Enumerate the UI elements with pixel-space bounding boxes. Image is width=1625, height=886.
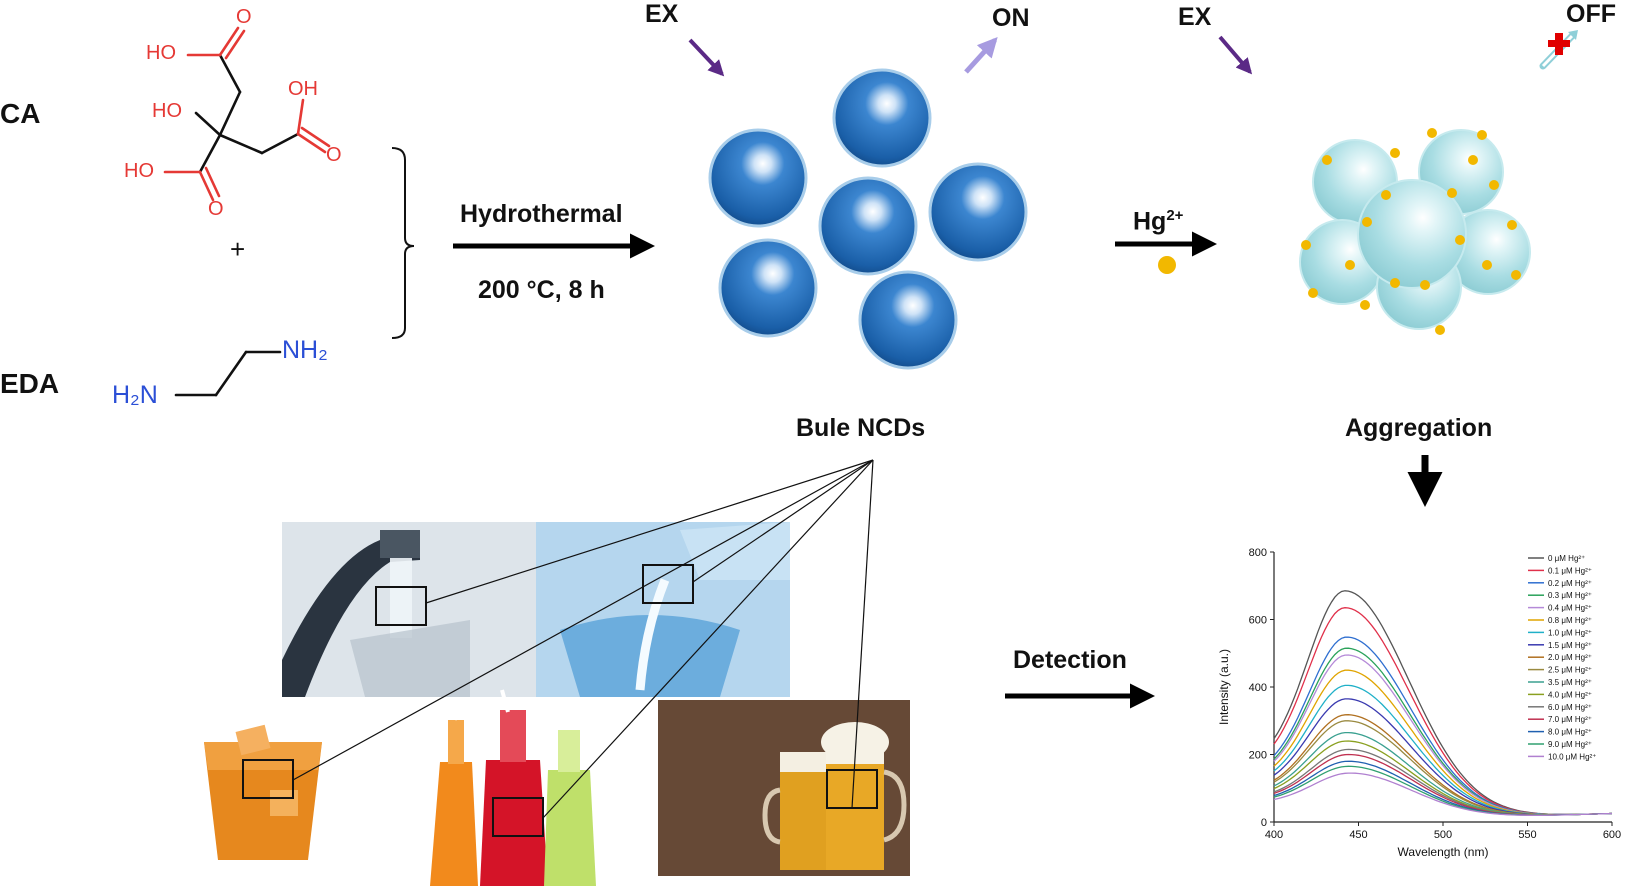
x-axis-label: Wavelength (nm) xyxy=(1398,845,1489,859)
y-tick-label: 600 xyxy=(1249,615,1267,627)
detection-label: Detection xyxy=(1013,646,1127,674)
x-tick-label: 500 xyxy=(1434,829,1452,841)
beer-photo xyxy=(658,700,910,876)
atom-h2n: H₂N xyxy=(112,381,158,409)
y-tick-label: 800 xyxy=(1249,547,1267,559)
legend-entry: 0 μM Hg²⁺ xyxy=(1548,554,1585,563)
atom-ho-4: HO xyxy=(124,160,154,182)
ex-arrow-1 xyxy=(688,38,725,77)
x-tick-label: 550 xyxy=(1518,829,1536,841)
ncd-connector-lines xyxy=(292,459,874,819)
temperature-label: 200 °C, 8 h xyxy=(478,276,605,304)
ex-arrow-2 xyxy=(1218,35,1253,75)
x-tick-label: 450 xyxy=(1349,829,1367,841)
legend-entry: 0.2 μM Hg²⁺ xyxy=(1548,579,1592,588)
plus-sign: + xyxy=(230,234,246,264)
hg-superscript: 2+ xyxy=(1166,207,1184,224)
series-line xyxy=(1273,772,1613,816)
tea-drink-photo xyxy=(204,724,322,860)
legend-entry: 9.0 μM Hg²⁺ xyxy=(1548,740,1592,749)
aggregation-label: Aggregation xyxy=(1345,414,1493,442)
legend-entry: 0.8 μM Hg²⁺ xyxy=(1548,616,1592,625)
x-tick-label: 600 xyxy=(1603,829,1621,841)
series-line xyxy=(1273,636,1613,816)
aggregate-cluster xyxy=(1299,129,1531,330)
legend-entry: 1.0 μM Hg²⁺ xyxy=(1548,628,1592,637)
atom-nh2: NH₂ xyxy=(282,336,328,364)
legend-entry: 3.5 μM Hg²⁺ xyxy=(1548,678,1592,687)
hydrothermal-label: Hydrothermal xyxy=(460,200,623,228)
hg-dot xyxy=(1158,256,1176,274)
eda-label: EDA xyxy=(0,368,60,399)
y-tick-label: 400 xyxy=(1249,682,1267,694)
off-symbol xyxy=(1539,30,1578,70)
on-arrow xyxy=(964,37,998,74)
legend-entry: 0.1 μM Hg²⁺ xyxy=(1548,566,1592,575)
tap-water-photo xyxy=(282,522,536,697)
series-line xyxy=(1273,760,1613,816)
citric-acid-structure xyxy=(163,26,331,202)
x-tick-label: 400 xyxy=(1265,829,1283,841)
legend-entry: 10.0 μM Hg²⁺ xyxy=(1548,752,1596,761)
legend-entry: 0.3 μM Hg²⁺ xyxy=(1548,591,1592,600)
atom-o-3: O xyxy=(326,144,342,166)
bottled-water-photo xyxy=(536,522,790,697)
legend-entry: 4.0 μM Hg²⁺ xyxy=(1548,690,1592,699)
y-tick-label: 0 xyxy=(1261,817,1267,829)
on-label: ON xyxy=(992,4,1030,32)
ca-label: CA xyxy=(0,98,41,129)
legend-entry: 7.0 μM Hg²⁺ xyxy=(1548,715,1592,724)
legend-entry: 2.0 μM Hg²⁺ xyxy=(1548,653,1592,662)
atom-oh-3: OH xyxy=(288,78,318,100)
legend-entry: 2.5 μM Hg²⁺ xyxy=(1548,666,1592,675)
eda-structure xyxy=(174,350,282,397)
hg-dots-on-aggregate xyxy=(1301,128,1521,335)
atom-o-4: O xyxy=(208,198,224,220)
atom-o-1: O xyxy=(236,6,252,28)
legend-entry: 0.4 μM Hg²⁺ xyxy=(1548,604,1592,613)
y-tick-label: 200 xyxy=(1249,750,1267,762)
blue-ncd-cluster xyxy=(708,68,1028,370)
legend-entry: 1.5 μM Hg²⁺ xyxy=(1548,641,1592,650)
atom-ho-1: HO xyxy=(146,42,176,64)
legend-entry: 6.0 μM Hg²⁺ xyxy=(1548,703,1592,712)
legend-entry: 8.0 μM Hg²⁺ xyxy=(1548,728,1592,737)
ex-label-2: EX xyxy=(1178,3,1212,31)
ex-label-1: EX xyxy=(645,0,679,28)
atom-ho-2: HO xyxy=(152,100,182,122)
bule-ncds-label: Bule NCDs xyxy=(796,414,926,442)
hg-label: Hg2+ xyxy=(1133,207,1184,236)
soft-drink-photo xyxy=(430,689,596,886)
y-axis-label: Intensity (a.u.) xyxy=(1217,649,1231,725)
off-label: OFF xyxy=(1566,0,1616,28)
reactant-brace xyxy=(391,147,415,339)
